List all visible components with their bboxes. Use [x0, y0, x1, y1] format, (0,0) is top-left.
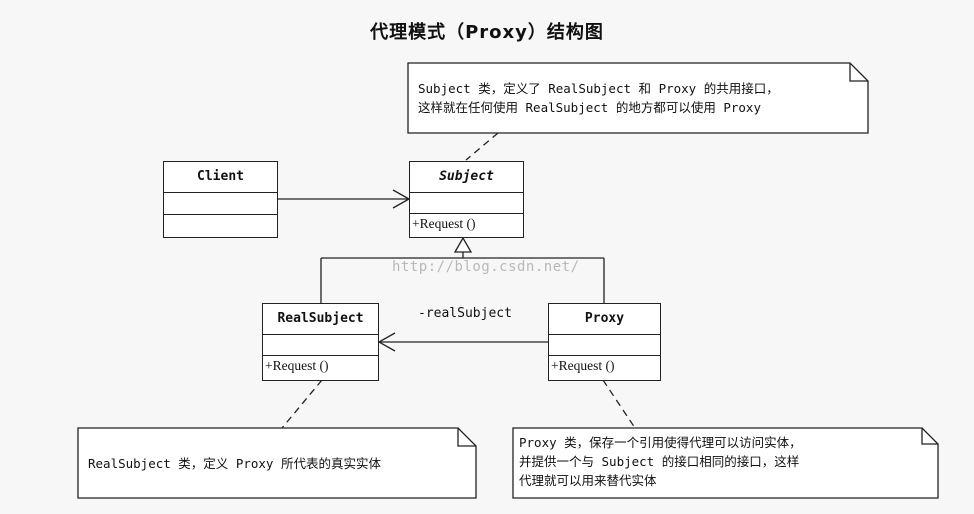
note-realsubject-shape [77, 427, 477, 499]
note-subject-line-1: Subject 类，定义了 RealSubject 和 Proxy 的共用接口， [418, 81, 779, 96]
class-proxy-operation: +Request () [551, 358, 615, 373]
note-proxy-line-2: 并提供一个与 Subject 的接口相同的接口，这样 [519, 454, 800, 469]
class-subject: Subject +Request () [409, 161, 524, 238]
proxy-realsubject-association [377, 332, 549, 352]
note-anchor-realsubject [281, 379, 323, 429]
class-client-attributes [164, 193, 277, 215]
note-proxy-shape [512, 427, 939, 499]
generalization-lines [320, 252, 605, 304]
class-subject-attributes [410, 193, 523, 214]
class-client-name: Client [164, 162, 277, 193]
note-subject-line-2: 这样就在任何使用 RealSubject 的地方都可以使用 Proxy [418, 100, 761, 115]
note-proxy-line-3: 代理就可以用来替代实体 [519, 473, 657, 488]
class-proxy-attributes [549, 335, 660, 356]
note-realsubject-line-1: RealSubject 类，定义 Proxy 所代表的真实实体 [88, 456, 381, 471]
note-realsubject-text: RealSubject 类，定义 Proxy 所代表的真实实体 [88, 454, 381, 473]
note-proxy-text: Proxy 类，保存一个引用使得代理可以访问实体， 并提供一个与 Subject… [519, 433, 802, 490]
note-subject-shape [407, 62, 869, 134]
class-subject-operation: +Request () [412, 216, 476, 231]
class-realsubject-name: RealSubject [263, 304, 378, 335]
class-realsubject: RealSubject +Request () [262, 303, 379, 381]
class-realsubject-attributes [263, 335, 378, 356]
class-realsubject-operation: +Request () [265, 358, 329, 373]
note-subject-text: Subject 类，定义了 RealSubject 和 Proxy 的共用接口，… [418, 79, 779, 117]
watermark-text: http://blog.csdn.net/ [392, 259, 580, 275]
class-proxy: Proxy +Request () [548, 303, 661, 381]
note-anchor-proxy [602, 379, 636, 429]
association-label-realsubject: -realSubject [418, 306, 512, 321]
class-proxy-name: Proxy [549, 304, 660, 335]
note-proxy-line-1: Proxy 类，保存一个引用使得代理可以访问实体， [519, 435, 802, 450]
class-client: Client [163, 161, 278, 238]
client-subject-association [277, 189, 411, 209]
class-subject-name: Subject [410, 162, 523, 193]
note-anchor-subject [465, 132, 499, 161]
generalization-arrowhead [453, 236, 473, 253]
diagram-title: 代理模式（Proxy）结构图 [370, 22, 604, 43]
